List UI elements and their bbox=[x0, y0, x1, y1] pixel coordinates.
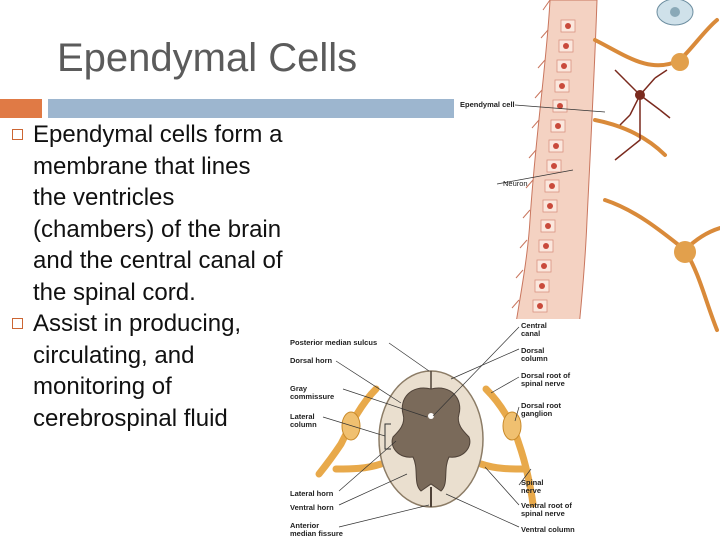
bullet-item: Assist in producing, circulating, and mo… bbox=[12, 308, 287, 434]
square-bullet-icon bbox=[12, 129, 23, 140]
label-dorsal-horn: Dorsal horn bbox=[290, 356, 333, 365]
label-lateral-horn: Lateral horn bbox=[290, 489, 334, 498]
square-bullet-icon bbox=[12, 318, 23, 329]
slide-title: Ependymal Cells bbox=[57, 36, 358, 80]
bullet-list: Ependymal cells form a membrane that lin… bbox=[12, 119, 287, 434]
label-ependymal-cell: Ependymal cell bbox=[460, 100, 515, 109]
bullet-text: Assist in producing, circulating, and mo… bbox=[33, 310, 242, 432]
label-neuron: Neuron bbox=[503, 179, 528, 188]
ependymal-neuron-illustration bbox=[455, 0, 720, 365]
bullet-item: Ependymal cells form a membrane that lin… bbox=[12, 119, 287, 308]
accent-bar-left bbox=[0, 99, 42, 118]
bullet-text: Ependymal cells form a membrane that lin… bbox=[33, 121, 283, 306]
spinal-cord-illustration bbox=[281, 319, 581, 540]
label-ventral-horn: Ventral horn bbox=[290, 503, 334, 512]
label-posterior-median-sulcus: Posterior median sulcus bbox=[290, 338, 378, 347]
accent-bar-blue bbox=[48, 99, 454, 118]
label-ventral-column: Ventral column bbox=[521, 525, 575, 534]
